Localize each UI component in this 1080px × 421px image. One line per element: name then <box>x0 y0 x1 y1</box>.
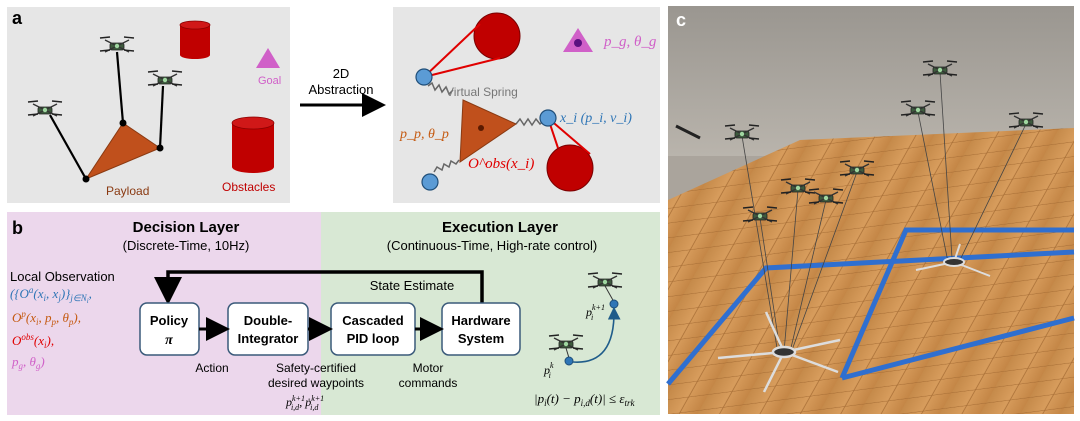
obstacle-cylinder-large <box>231 116 275 173</box>
goal-triangle <box>256 48 280 68</box>
abstraction-label-1: 2D <box>333 66 350 81</box>
agent-state-label: x_i (p_i, v_i) <box>559 111 632 126</box>
decision-layer-subtitle: (Discrete-Time, 10Hz) <box>123 238 250 253</box>
observation-line-4: pg, θg) <box>11 354 45 371</box>
payload-frame-small <box>915 243 991 277</box>
obstacles-label: Obstacles <box>222 180 275 194</box>
agent-circle <box>421 173 439 191</box>
panel-a-label: a <box>12 8 23 28</box>
agent-circle <box>415 68 433 86</box>
local-observation-title: Local Observation <box>10 269 115 284</box>
motor-label-2: commands <box>399 376 458 390</box>
panel-a-left: a Payload Obstacles Goal <box>7 7 290 203</box>
hardware-block <box>441 302 521 356</box>
payload-triangle <box>84 122 162 181</box>
pid-label-1: Cascaded <box>342 313 403 328</box>
obstacle-observation-label: O^obs(x_i) <box>468 156 534 172</box>
virtual-spring-label: Virtual Spring <box>446 85 518 99</box>
hardware-label-2: System <box>458 331 504 346</box>
trajectory-arrow <box>572 306 621 363</box>
execution-layer-subtitle: (Continuous-Time, High-rate control) <box>387 238 597 253</box>
safety-label-2: desired waypoints <box>268 376 364 390</box>
panel-c-label: c <box>676 10 686 30</box>
policy-pi: π <box>165 333 173 348</box>
motor-label-1: Motor <box>413 361 444 375</box>
payload-frame-large <box>717 311 841 393</box>
tracking-bound: |pi(t) − pi,d(t)| ≤ εtrk <box>534 391 636 408</box>
double-integrator-block <box>227 302 309 356</box>
pid-label-2: PID loop <box>347 331 400 346</box>
action-label: Action <box>195 361 228 375</box>
virtual-spring <box>433 159 460 173</box>
observation-line-3: Oobs(xi), <box>12 332 54 350</box>
virtual-spring <box>427 81 454 96</box>
panel-b-label: b <box>12 218 23 238</box>
panel-b: b Decision Layer (Discrete-Time, 10Hz) E… <box>7 212 660 415</box>
blue-tape <box>666 249 1075 386</box>
abstraction-label-2: Abstraction <box>308 82 373 97</box>
obstacle-circle-top <box>473 12 521 60</box>
obstacle-cylinder-small <box>179 20 211 59</box>
goal-state-label: p_g, θ_g <box>603 34 657 50</box>
virtual-spring <box>515 117 545 127</box>
hardware-label-1: Hardware <box>451 313 510 328</box>
payload-label: Payload <box>106 184 149 198</box>
safety-label-1: Safety-certified <box>276 361 356 375</box>
goal-label: Goal <box>258 75 281 87</box>
double-integrator-label-2: Integrator <box>238 331 299 346</box>
obstacle-circle-bottom <box>546 144 594 192</box>
panel-a-right: Virtual Spring p_g, θ_g p_p, θ_p x_i (p_… <box>393 7 660 203</box>
policy-label: Policy <box>150 313 189 328</box>
pid-block <box>330 302 416 356</box>
decision-layer-title: Decision Layer <box>133 219 240 236</box>
state-estimate-label: State Estimate <box>370 278 455 293</box>
blue-tape <box>839 227 1074 379</box>
abstraction-arrow: 2D Abstraction <box>300 66 386 117</box>
panel-c-photo: c <box>666 6 1075 414</box>
observation-line-2: Op(xi, pp, θp), <box>12 309 81 327</box>
payload-state-label: p_p, θ_p <box>399 127 449 142</box>
payload-abstract-triangle <box>459 99 518 163</box>
agent-circle <box>539 109 557 127</box>
execution-layer-title: Execution Layer <box>442 219 558 236</box>
double-integrator-label-1: Double- <box>244 313 292 328</box>
state-estimate-loop <box>154 270 484 305</box>
